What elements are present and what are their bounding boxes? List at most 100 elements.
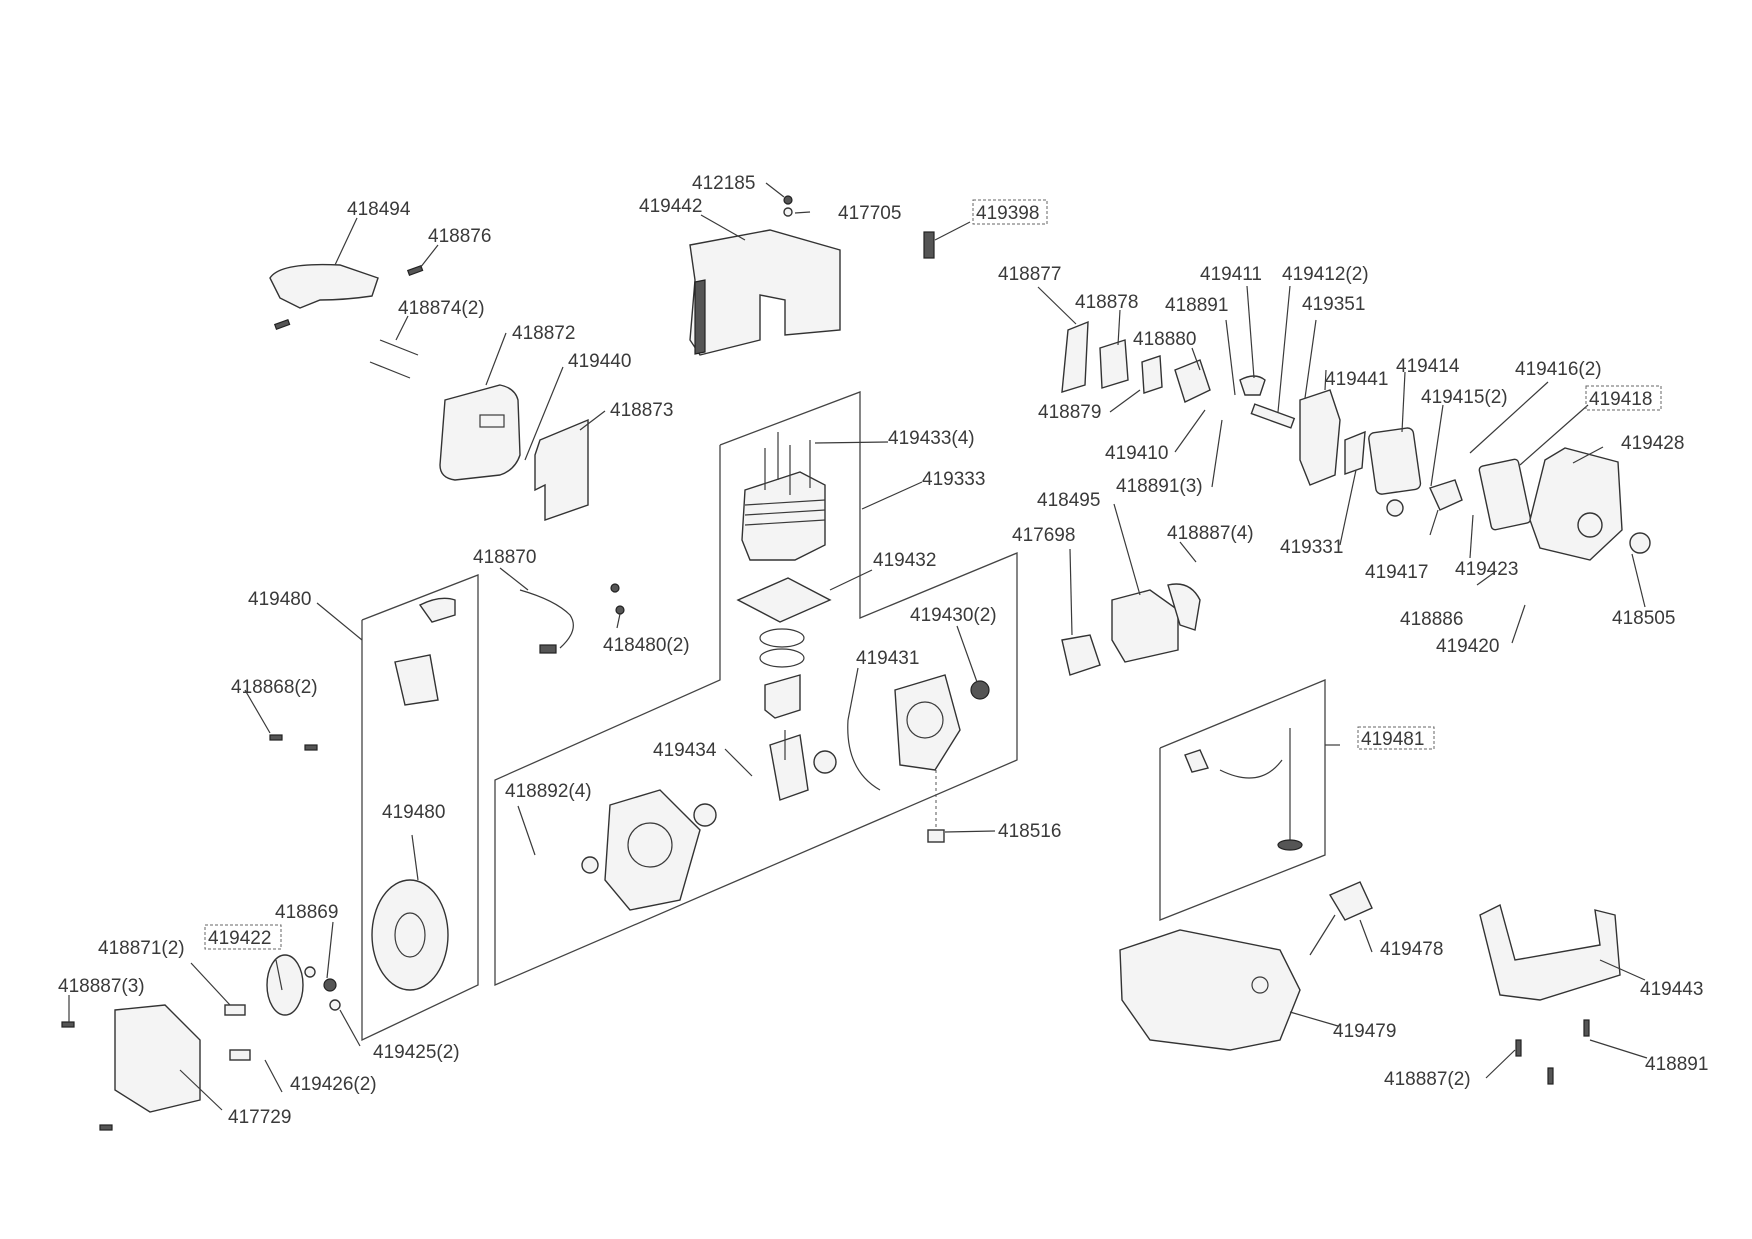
part-label: 419440: [568, 351, 631, 372]
part-label: 419442: [639, 196, 702, 217]
crankcase-bore: [906, 701, 944, 739]
part-labels: 418494 418876 418874(2) 418872 419440 41…: [58, 173, 1708, 1128]
flywheel-hub: [394, 912, 426, 958]
cylinder-fin: [744, 509, 826, 516]
engine-cover: [689, 229, 841, 356]
cylinder-gasket: [736, 577, 832, 623]
bolt: [369, 361, 411, 379]
part-label: 412185: [692, 173, 755, 194]
fuel-hose: [1219, 759, 1283, 779]
muffler-guard: [269, 263, 379, 309]
label-box-419418: [1585, 385, 1662, 411]
part-label: 419433(4): [888, 428, 975, 449]
part-label: 419416(2): [1515, 359, 1602, 380]
filter-plate: [1061, 320, 1089, 393]
fuel-line-group-frame: [1159, 679, 1326, 921]
part-label: 419428: [1621, 433, 1684, 454]
tank-bracket: [1479, 903, 1621, 1001]
part-label: 419426(2): [290, 1074, 377, 1095]
nut: [323, 978, 337, 992]
coil-body: [394, 654, 439, 706]
bearing: [813, 750, 837, 774]
part-label: 417729: [228, 1107, 291, 1128]
ignition-lead: [519, 589, 574, 649]
carb-gasket: [1344, 430, 1366, 475]
shoulder-bolt: [224, 1004, 246, 1016]
intake-manifold: [1174, 359, 1211, 403]
part-label: 417705: [838, 203, 901, 224]
part-label: 418876: [428, 226, 491, 247]
piston-ring: [759, 648, 805, 668]
cap-tether: [1309, 914, 1336, 956]
part-label: 418516: [998, 821, 1061, 842]
part-label: 419418: [1589, 389, 1652, 410]
bearing: [693, 803, 717, 827]
cylinder-group-frame: [494, 391, 1018, 986]
part-label: 419410: [1105, 443, 1168, 464]
part-label: 418872: [512, 323, 575, 344]
screw: [406, 264, 424, 276]
air-filter-base: [1368, 427, 1422, 495]
part-label: 419423: [1455, 559, 1518, 580]
screw: [304, 744, 318, 751]
muffler: [439, 384, 521, 481]
part-label: 419417: [1365, 562, 1428, 583]
part-label: 419443: [1640, 979, 1703, 1000]
intake-insulator: [1099, 339, 1129, 389]
cover-knob: [1577, 512, 1603, 538]
screw: [273, 318, 291, 330]
clutch: [266, 954, 304, 1016]
part-label: 418874(2): [398, 298, 485, 319]
screw: [1515, 1039, 1522, 1057]
lead-connector: [539, 644, 557, 654]
cover-screw: [783, 195, 793, 205]
seal: [970, 680, 990, 700]
assembly-frames: [361, 391, 1326, 1042]
heat-shield: [534, 418, 589, 521]
crankcase-gasket: [847, 719, 881, 791]
part-label: 419480: [248, 589, 311, 610]
part-label: 418887(3): [58, 976, 145, 997]
crankcase-left: [604, 789, 701, 911]
part-label: 419425(2): [373, 1042, 460, 1063]
square-nut: [927, 829, 945, 843]
part-label: 418871(2): [98, 938, 185, 959]
fuel-line-fitting: [1184, 749, 1209, 773]
part-label: 418868(2): [231, 677, 318, 698]
intake-gasket: [1141, 355, 1163, 394]
part-label: 418891(3): [1116, 476, 1203, 497]
cylinder-fin: [744, 499, 826, 506]
part-label: 419333: [922, 469, 985, 490]
part-label: 418878: [1075, 292, 1138, 313]
spark-plug: [923, 231, 935, 259]
crankshaft: [769, 734, 809, 801]
carb-tube: [1250, 403, 1296, 429]
part-label: 418494: [347, 199, 411, 220]
ignition-group-frame: [361, 574, 479, 1042]
boxed-label-frames: [204, 199, 1662, 950]
tank-filler: [1251, 976, 1269, 994]
part-label: 419441: [1325, 369, 1388, 390]
screw: [61, 1021, 75, 1028]
part-label: 419411: [1200, 264, 1262, 285]
part-label: 418892(4): [505, 781, 592, 802]
part-label: 419412(2): [1282, 264, 1369, 285]
fuel-tank: [1119, 929, 1301, 1051]
ignition-coil: [418, 597, 456, 623]
fan-housing: [114, 1004, 201, 1113]
primer-bulb: [1386, 499, 1404, 517]
part-label: 418891: [1165, 295, 1228, 316]
part-label: 418887(2): [1384, 1069, 1471, 1090]
label-box-419422: [204, 924, 282, 950]
air-filter-element: [1478, 458, 1532, 531]
choke-lever: [1429, 479, 1463, 511]
part-label: 419331: [1280, 537, 1343, 558]
piston: [764, 674, 801, 719]
screw: [99, 1124, 113, 1131]
part-label: 418879: [1038, 402, 1101, 423]
starter-pulley: [1061, 634, 1101, 676]
part-label: 418880: [1133, 329, 1196, 350]
part-label: 419422: [208, 928, 271, 949]
part-label: 419430(2): [910, 605, 997, 626]
